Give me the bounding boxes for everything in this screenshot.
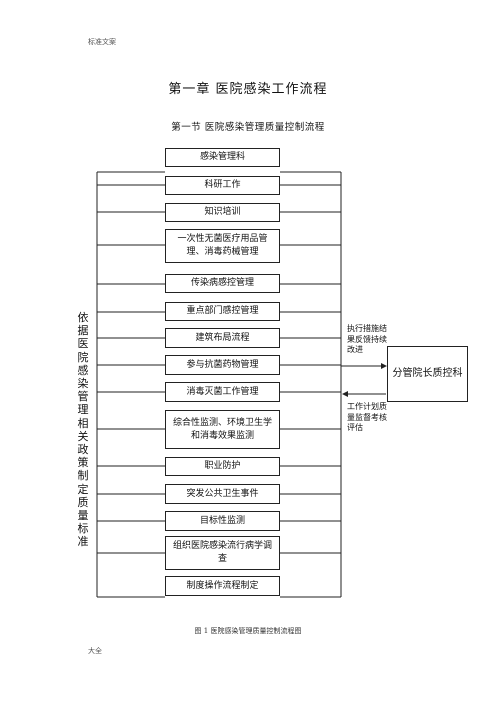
vice-president-qc-box: 分管院长质控科	[387, 346, 468, 402]
flow-box-infectious-disease: 传染病感控管理	[165, 274, 280, 293]
policy-standard-label: 依据医院感染管理相关政策制定质量标准	[77, 311, 89, 549]
flow-box-disposable-supplies: 一次性无菌医疗用品管理、消毒药械管理	[165, 229, 280, 263]
flow-box-comprehensive-monitoring: 综合性监测、环境卫生学和消毒效果监测	[165, 410, 280, 449]
page-footer: 大全	[88, 647, 102, 655]
flow-box-research: 科研工作	[165, 176, 280, 195]
page-header: 标准文案	[88, 38, 116, 46]
flow-box-sterilization: 消毒灭菌工作管理	[165, 382, 280, 402]
flow-box-target-monitoring: 目标性监测	[165, 511, 280, 531]
flow-box-key-departments: 重点部门感控管理	[165, 302, 280, 321]
evaluation-note: 工作计划质量监督考核评估	[347, 402, 387, 432]
flow-box-occupational-protection: 职业防护	[165, 457, 280, 476]
flow-box-infection-dept: 感染管理科	[165, 148, 280, 167]
section-title: 第一节 医院感染管理质量控制流程	[171, 122, 325, 133]
flow-box-antibiotics: 参与抗菌药物管理	[165, 355, 280, 375]
feedback-note: 执行措施结果反馈持续改进	[347, 324, 387, 354]
flow-box-procedure-formulation: 制度操作流程制定	[165, 576, 280, 596]
figure-caption: 图 1 医院感染管理质量控制流程图	[194, 627, 302, 635]
flow-box-building-layout: 建筑布局流程	[165, 328, 280, 348]
chapter-title: 第一章 医院感染工作流程	[168, 82, 328, 97]
flow-box-public-health-emergency: 突发公共卫生事件	[165, 484, 280, 504]
flow-box-epidemiological-survey: 组织医院感染流行病学调查	[165, 536, 280, 570]
flow-box-training: 知识培训	[165, 203, 280, 222]
